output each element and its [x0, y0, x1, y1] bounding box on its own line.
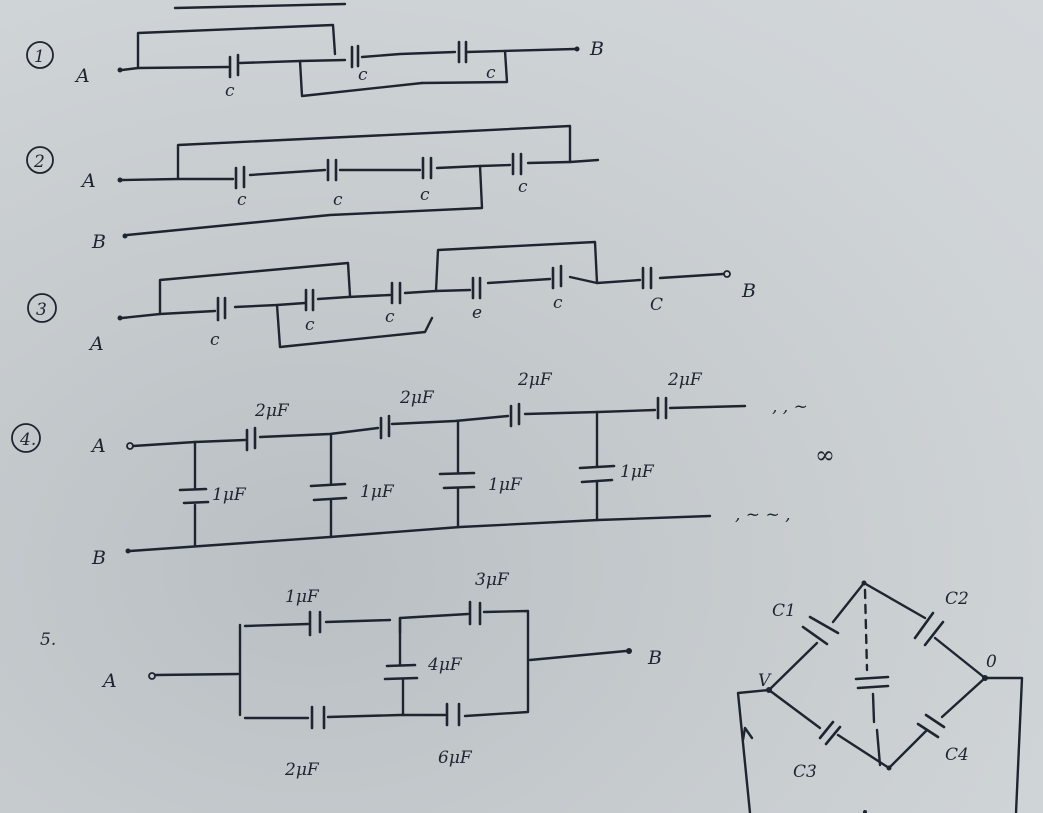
capacitor [457, 40, 468, 64]
terminal-a-label: A [80, 170, 96, 192]
svg-text:1μF: 1μF [360, 482, 395, 502]
capacitor-2uf [310, 705, 326, 730]
stray-line [173, 2, 347, 10]
svg-text:2μF: 2μF [667, 370, 703, 390]
terminal-a-label: A [88, 333, 104, 355]
svg-text:4μF: 4μF [427, 655, 463, 675]
terminal-b-label: B [647, 647, 662, 669]
svg-text:1μF: 1μF [285, 587, 320, 607]
svg-text:C2: C2 [945, 589, 969, 609]
svg-text:, ~ ~ ,: , ~ ~ , [735, 505, 791, 525]
svg-text:2μF: 2μF [254, 401, 290, 421]
svg-text:1μF: 1μF [212, 485, 247, 505]
capacitor-4uf [383, 663, 419, 681]
svg-text:c: c [553, 293, 563, 313]
problem-number-circle [26, 41, 54, 69]
svg-text:2μF: 2μF [284, 760, 320, 780]
problem-number: 2 [33, 152, 45, 172]
svg-text:6μF: 6μF [438, 748, 473, 768]
svg-text:C: C [650, 295, 663, 315]
capacitor-3uf [468, 600, 482, 626]
svg-text:c: c [518, 177, 528, 197]
problem-5: 5. A B 1μF 3μF 4μF 2μF 6μF [40, 570, 662, 780]
svg-text:e: e [472, 303, 482, 323]
svg-text:C1: C1 [772, 601, 796, 621]
svg-text:c: c [358, 65, 368, 85]
svg-text:C3: C3 [793, 762, 817, 782]
svg-text:c: c [225, 81, 235, 101]
svg-text:c: c [237, 190, 247, 210]
svg-text:c: c [385, 307, 395, 327]
svg-text:3μF: 3μF [475, 570, 510, 590]
capacitor-1uf [308, 610, 322, 637]
svg-text:1μF: 1μF [488, 475, 523, 495]
svg-text:c: c [486, 63, 496, 83]
svg-text:c: c [333, 190, 343, 210]
terminal-b-label: B [91, 547, 106, 569]
svg-text:C4: C4 [945, 745, 969, 765]
svg-text:c: c [305, 315, 315, 335]
terminal-b [574, 46, 580, 52]
bridge-circuit: C1 C2 C3 C4 V 0 [736, 580, 1024, 813]
capacitor [228, 53, 240, 79]
svg-text:2μF: 2μF [399, 388, 435, 408]
svg-text:1μF: 1μF [620, 462, 655, 482]
svg-text:, , ~: , , ~ [772, 397, 808, 417]
problem-4: 4. A B 2μF 2μF 2μF 2μF 1μF 1μF 1μF 1μF [11, 370, 835, 569]
terminal-a-label: A [101, 670, 117, 692]
svg-text:c: c [420, 185, 430, 205]
problem-2: 2 A B c c c c [26, 124, 600, 253]
terminal-b-label: B [589, 38, 604, 60]
problem-3: 3 A B c c c e c C [27, 240, 756, 355]
capacitor [350, 44, 360, 69]
input-label: V [758, 671, 772, 691]
problem-number: 3 [36, 300, 47, 320]
problem-1: 1 A B c c c [26, 23, 604, 101]
terminal-b-label: B [741, 280, 756, 302]
problem-number: 1 [34, 47, 45, 67]
problem-number: 5. [40, 630, 56, 650]
capacitor-6uf [445, 702, 461, 727]
problem-number: 4. [19, 430, 36, 450]
terminal-a-label: A [74, 65, 90, 87]
output-label: 0 [986, 652, 997, 672]
svg-text:2μF: 2μF [517, 370, 553, 390]
svg-text:c: c [210, 330, 220, 350]
terminal-b-label: B [91, 231, 106, 253]
terminal-a [117, 67, 123, 73]
infinity-symbol: ∞ [815, 441, 835, 469]
terminal-a-label: A [90, 435, 106, 457]
